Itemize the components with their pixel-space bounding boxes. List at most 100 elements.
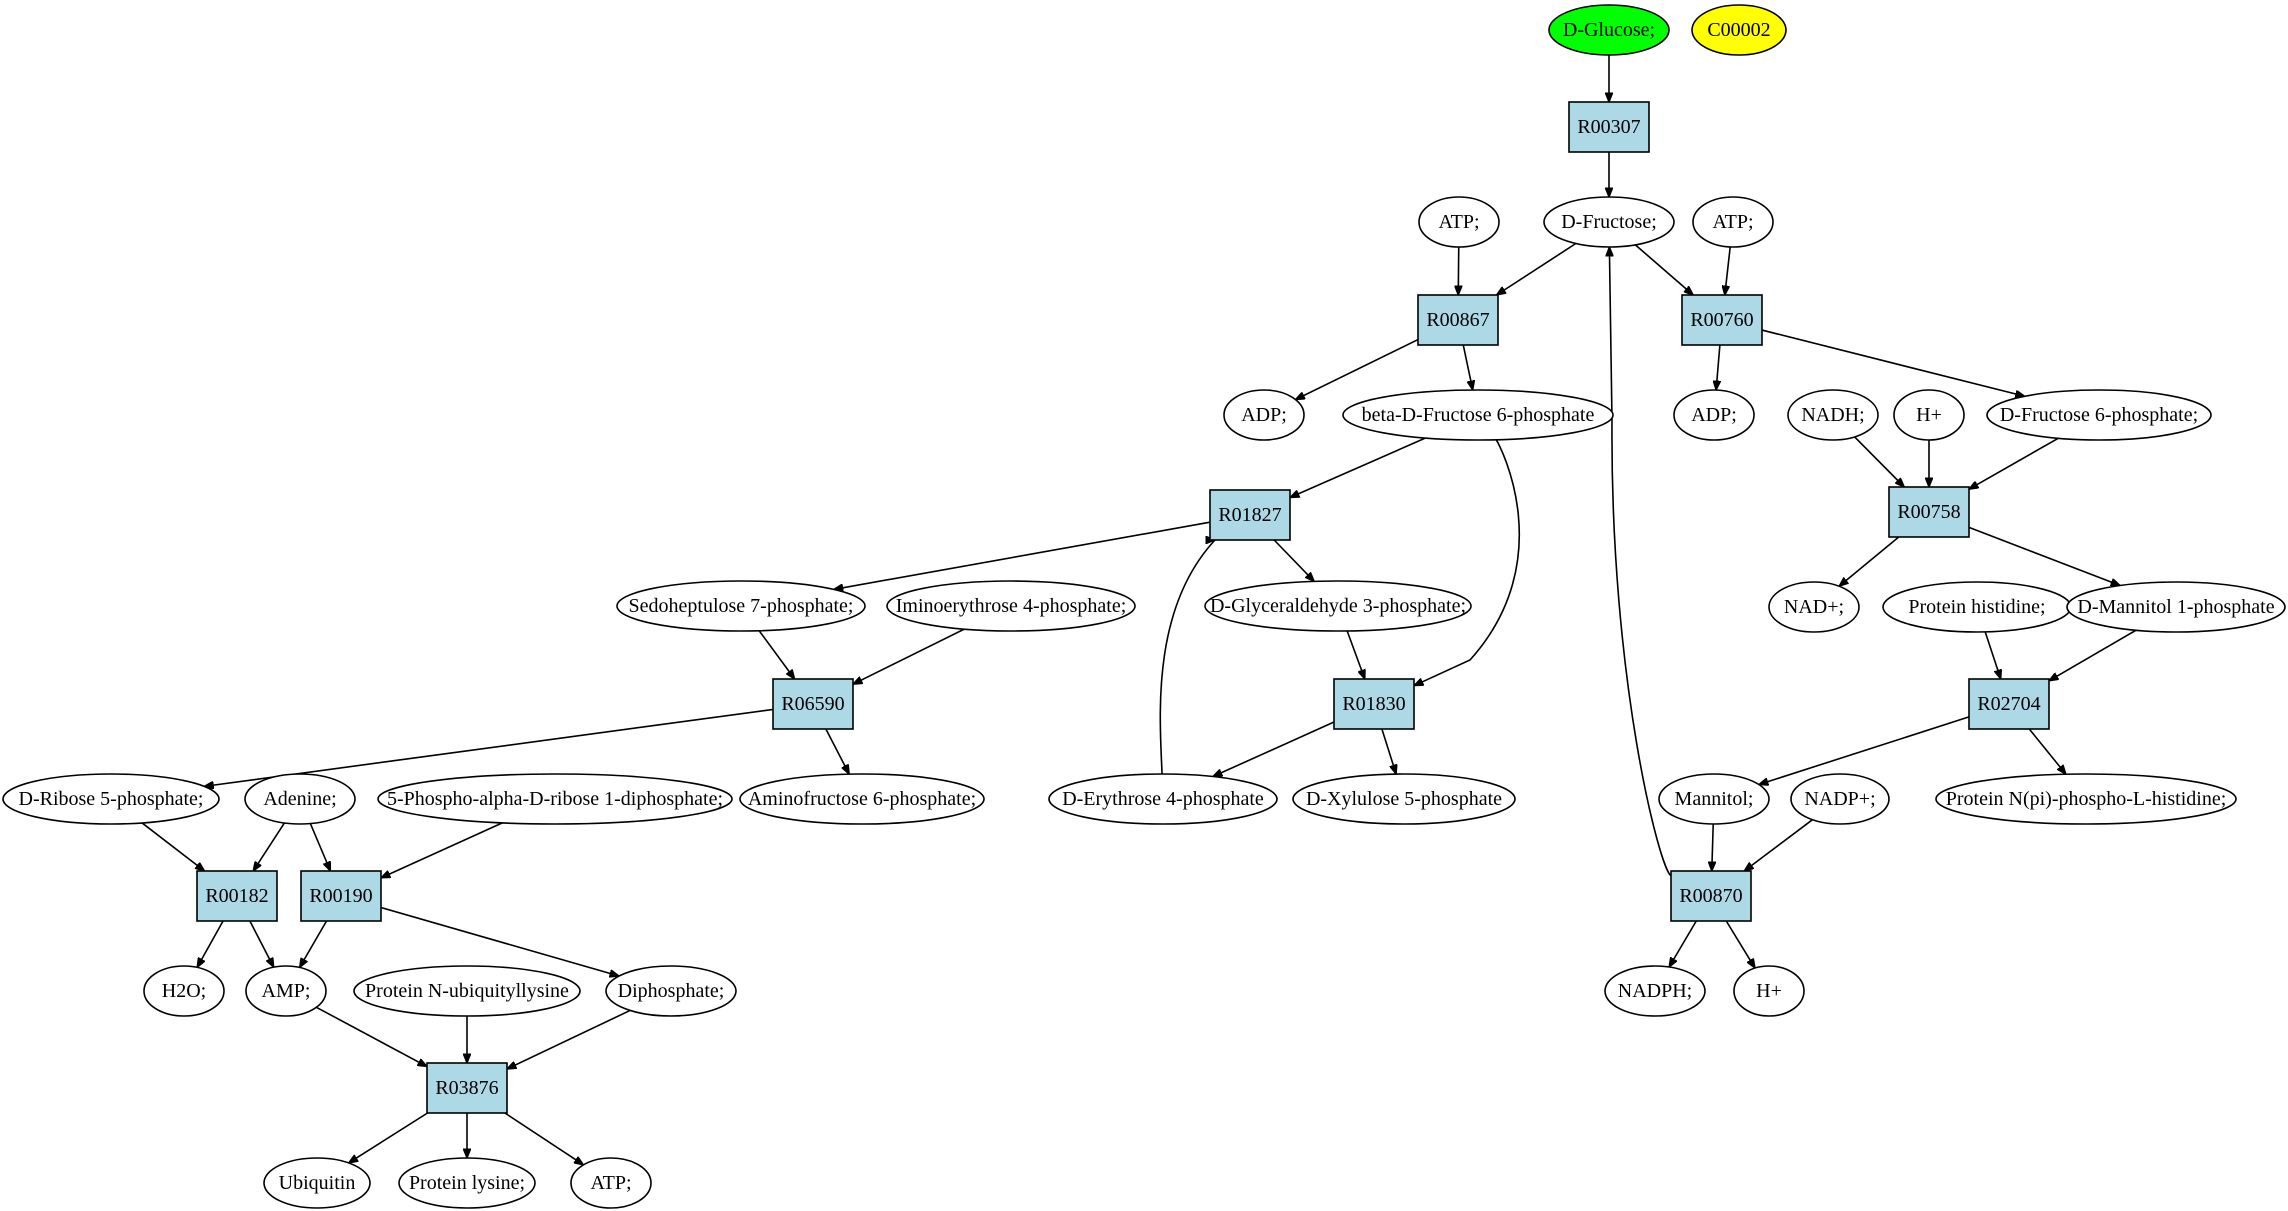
compound-node-amp[interactable]: AMP; [245,965,327,1017]
edge-arrow [315,1006,427,1066]
compound-ellipse [1986,389,2212,441]
edge-arrow [1984,631,2001,679]
compound-node-fructose[interactable]: D-Fructose; [1543,196,1675,248]
edge-fructose-to-r00760 [1634,244,1693,295]
reaction-box [196,870,278,922]
compound-node-nadplus[interactable]: NAD+; [1768,581,1860,633]
edge-df6p-to-r00758 [1969,437,2059,489]
compound-node-nadh[interactable]: NADH; [1787,389,1879,441]
compound-node-plys[interactable]: Protein lysine; [398,1157,536,1209]
edge-arrow [1609,247,1672,877]
compound-node-adp2[interactable]: ADP; [1673,389,1755,441]
edge-r03876-to-atp3 [504,1112,584,1165]
edge-arrow [834,521,1211,589]
edge-atp2-to-r00760 [1725,246,1731,295]
edge-arrow [1744,819,1813,871]
compound-ellipse [1658,773,1770,825]
edge-r00867-to-bdf6p [1462,344,1472,390]
reaction-node-r01830[interactable]: R01830 [1333,678,1415,730]
compound-ellipse [1292,773,1516,825]
compound-node-pnub[interactable]: Protein N-ubiquityllysine [353,965,581,1017]
edge-adenine-to-r00182 [253,822,286,871]
edge-r03876-to-ubiquitin [349,1112,428,1163]
compound-node-bdf6p[interactable]: beta-D-Fructose 6-phosphate [1342,389,1614,441]
compound-node-e4p[interactable]: D-Erythrose 4-phosphate [1048,773,1278,825]
compound-ellipse [377,773,733,825]
compound-label: Protein histidine; [1908,596,2045,618]
compound-node-adenine[interactable]: Adenine; [244,773,356,825]
reaction-node-r00182[interactable]: R00182 [196,870,278,922]
reaction-label: R00867 [1426,309,1489,331]
compound-node-phis[interactable]: Protein histidine; [1882,581,2072,633]
edge-arrow [2028,728,2066,774]
edge-arrow [853,628,965,684]
reaction-node-r02704[interactable]: R02704 [1968,678,2050,730]
compound-node-c00002[interactable]: C00002 [1691,4,1787,56]
edge-arrow [1716,344,1720,390]
edge-r00760-to-df6p [1761,329,2025,396]
compound-label: D-Fructose; [1561,211,1657,233]
compound-ellipse [739,773,985,825]
compound-ellipse [886,580,1136,632]
reaction-node-r06590[interactable]: R06590 [772,678,854,730]
compound-node-atp3[interactable]: ATP; [570,1157,652,1209]
compound-node-h2o[interactable]: H2O; [143,965,225,1017]
reaction-node-r00758[interactable]: R00758 [1888,486,1970,538]
compound-node-prpp[interactable]: 5-Phospho-alpha-D-ribose 1-diphosphate; [377,773,733,825]
compound-ellipse [1048,773,1278,825]
compound-label: ADP; [1241,404,1287,426]
reaction-node-r00867[interactable]: R00867 [1417,294,1499,346]
edge-arrow [1295,338,1419,400]
reaction-label: R00307 [1577,116,1640,138]
compound-node-hplus2[interactable]: H+ [1733,965,1805,1017]
compound-ellipse [2066,581,2286,633]
reaction-box [1681,294,1763,346]
reaction-node-r00307[interactable]: R00307 [1568,101,1650,153]
reaction-node-r01827[interactable]: R01827 [1209,489,1291,541]
compound-node-hplus1[interactable]: H+ [1893,389,1965,441]
reaction-label: R00190 [309,885,372,907]
compound-node-mannitol[interactable]: Mannitol; [1658,773,1770,825]
compound-ellipse [616,580,866,632]
compound-node-m1p[interactable]: D-Mannitol 1-phosphate [2066,581,2286,633]
compound-label: Protein N-ubiquityllysine [365,980,569,1002]
reaction-box [300,870,382,922]
reaction-node-r00870[interactable]: R00870 [1670,870,1752,922]
compound-node-af6p[interactable]: Aminofructose 6-phosphate; [739,773,985,825]
compound-node-ie4p[interactable]: Iminoerythrose 4-phosphate; [886,580,1136,632]
compound-ellipse [2,773,220,825]
edge-arrow [141,822,204,871]
compound-node-g3p[interactable]: D-Glyceraldehyde 3-phosphate; [1204,580,1472,632]
compound-node-s7p[interactable]: Sedoheptulose 7-phosphate; [616,580,866,632]
edge-r00758-to-nadplus [1839,536,1900,586]
compound-node-df6p[interactable]: D-Fructose 6-phosphate; [1986,389,2212,441]
reaction-node-r00190[interactable]: R00190 [300,870,382,922]
compound-node-ubiquitin[interactable]: Ubiquitin [263,1157,371,1209]
compound-node-ppi[interactable]: Diphosphate; [605,965,737,1017]
compound-ellipse [143,965,225,1017]
compound-ellipse [1787,389,1879,441]
reaction-node-r00760[interactable]: R00760 [1681,294,1763,346]
compound-node-x5p[interactable]: D-Xylulose 5-phosphate [1292,773,1516,825]
edge-arrow [825,728,849,774]
reaction-label: R00760 [1690,309,1753,331]
compound-node-nadph[interactable]: NADPH; [1604,965,1706,1017]
reaction-box [1333,678,1415,730]
edge-r01830-to-x5p [1381,728,1396,774]
compound-ellipse [1768,581,1860,633]
reaction-node-r03876[interactable]: R03876 [426,1062,508,1114]
compound-node-adp1[interactable]: ADP; [1223,389,1305,441]
compound-node-atp1[interactable]: ATP; [1418,196,1500,248]
edge-m1p-to-r02704 [2049,629,2137,681]
compound-label: Adenine; [263,788,336,810]
compound-ellipse [1342,389,1614,441]
compound-node-glucose[interactable]: D-Glucose; [1548,4,1670,56]
edge-arrow [309,823,332,871]
compound-node-atp2[interactable]: ATP; [1692,196,1774,248]
compound-node-pnph[interactable]: Protein N(pi)-phospho-L-histidine; [1935,773,2237,825]
edge-r02704-to-mannitol [1759,716,1970,785]
edge-r00182-to-h2o [197,920,224,967]
compound-node-nadpplus[interactable]: NADP+; [1790,773,1890,825]
compound-node-r5p[interactable]: D-Ribose 5-phosphate; [2,773,220,825]
